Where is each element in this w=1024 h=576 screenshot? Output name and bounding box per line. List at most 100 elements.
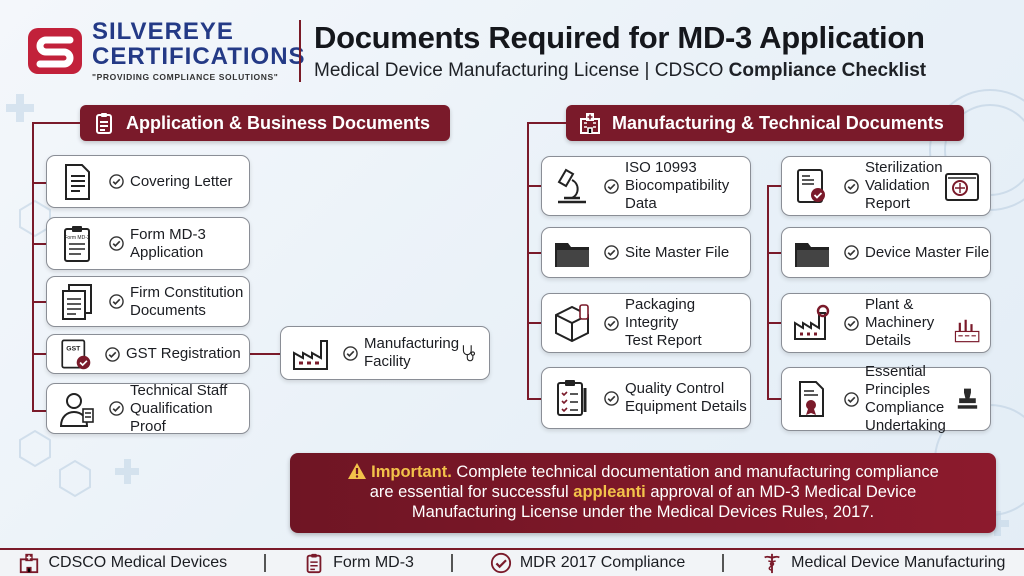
gst-icon: GST [61, 339, 91, 370]
check-icon [604, 178, 619, 194]
check-icon [844, 315, 859, 331]
form-icon [306, 553, 322, 574]
connector [767, 398, 781, 400]
doc-label: Site Master File [625, 243, 730, 261]
notice-label: Important. [371, 463, 452, 481]
section-title: Application & Business Documents [126, 112, 431, 133]
connector [32, 301, 46, 303]
silvereye-logo-icon [28, 27, 82, 74]
report-icon [797, 169, 825, 203]
hospital-icon [580, 113, 600, 134]
connector [527, 252, 541, 254]
check-icon [109, 236, 124, 251]
footer-bar: CDSCO Medical Devices Form MD-3 MDR 2017… [0, 548, 1024, 576]
factory-icon [293, 340, 328, 370]
documents-icon [62, 283, 92, 320]
brand-tagline: "PROVIDING COMPLIANCE SOLUTIONS" [92, 72, 279, 82]
brand-logo: SILVEREYE CERTIFICATIONS "PROVIDING COMP… [26, 20, 306, 82]
footer-label: Medical Device Manufacturing [791, 554, 1006, 571]
connector [527, 322, 541, 324]
stethoscope-icon [462, 345, 476, 362]
header-divider [299, 20, 301, 82]
notice-text-2b: approval of an MD-3 Medical Device [645, 483, 917, 501]
warning-icon [348, 463, 367, 479]
sterilizer-icon [945, 173, 979, 201]
doc-card-form-md3: Form MD-3 Form MD-3 Application [46, 217, 250, 270]
branch-connector [250, 353, 280, 355]
lab-icon [954, 319, 980, 343]
doc-label: Technical Staff Qualification Proof [130, 381, 228, 435]
doc-label: Device Master File [865, 243, 990, 261]
connector [767, 252, 781, 254]
section-title: Manufacturing & Technical Documents [612, 112, 944, 133]
connector [32, 182, 46, 184]
form-icon-text: Form MD-3 [64, 235, 89, 241]
subtitle-plain: Medical Device Manufacturing License | C… [314, 60, 729, 81]
section-header-application: Application & Business Documents [80, 105, 450, 141]
doc-card-iso-10993: ISO 10993 Biocompatibility Data [541, 156, 751, 216]
check-icon [844, 391, 859, 407]
right-tree-connector [527, 122, 567, 124]
notice-text-1: Complete technical documentation and man… [451, 463, 939, 481]
check-icon [109, 174, 124, 189]
check-circle-icon [490, 552, 511, 574]
footer-label: Form MD-3 [333, 554, 414, 571]
left-tree-connector [32, 122, 80, 124]
doctor-icon [59, 392, 94, 427]
check-icon [844, 178, 859, 194]
notice-line-3: Manufacturing License under the Medical … [411, 503, 875, 521]
doc-card-gst-registration: GST GST Registration [46, 334, 250, 374]
page-title: Documents Required for MD-3 Application [314, 20, 925, 55]
doc-label: Sterilization Validation Report [865, 159, 943, 212]
doc-card-packaging-integrity: Packaging Integrity Test Report [541, 293, 751, 353]
connector [32, 410, 46, 412]
footer-label: CDSCO Medical Devices [48, 554, 228, 571]
hospital-icon [20, 553, 39, 574]
doc-label: Manufacturing Facility [364, 335, 460, 370]
notice-line-2: are essential for successful appleanti a… [290, 482, 996, 502]
page-subtitle: Medical Device Manufacturing License | C… [314, 60, 926, 82]
notice-line-1: Important. Complete technical documentat… [290, 462, 996, 482]
doc-card-sterilization-validation: Sterilization Validation Report [781, 156, 991, 216]
form-icon: Form MD-3 [64, 225, 90, 262]
folder-icon [555, 242, 589, 267]
doc-card-quality-control: Quality Control Equipment Details [541, 367, 751, 429]
doc-label: ISO 10993 Biocompatibility Data [625, 159, 730, 212]
clipboard-icon [96, 113, 112, 134]
box-icon [555, 304, 589, 343]
check-icon [604, 245, 619, 260]
important-notice: Important. Complete technical documentat… [290, 453, 996, 533]
footer-item-mdr-2017: MDR 2017 Compliance [490, 552, 685, 574]
doc-label: GST Registration [126, 345, 241, 362]
connector [527, 398, 541, 400]
gst-icon-text: GST [66, 346, 81, 353]
doc-card-essential-principles: Essential Principles Compliance Undertak… [781, 363, 991, 434]
doc-card-device-master-file: Device Master File [781, 227, 991, 278]
notice-text-2a: are essential for successful [369, 483, 574, 501]
doc-card-firm-constitution: Firm Constitution Documents [46, 276, 250, 327]
microscope-icon [557, 168, 586, 204]
doc-label: Firm Constitution Documents [130, 283, 244, 319]
footer-item-cdsco: CDSCO Medical Devices [18, 552, 227, 574]
doc-label: Essential Principles Compliance Undertak… [865, 363, 946, 434]
connector [767, 322, 781, 324]
right-col2-tree-line [767, 185, 769, 400]
brand-name-line2: CERTIFICATIONS [92, 43, 306, 70]
check-icon [105, 346, 120, 362]
notice-highlight: appleanti [573, 483, 646, 501]
letter-icon [65, 163, 90, 200]
doc-label: Form MD-3 Application [130, 225, 206, 261]
doc-card-site-master-file: Site Master File [541, 227, 751, 278]
plant-icon [794, 304, 830, 340]
footer-label: MDR 2017 Compliance [519, 554, 686, 571]
footer-separator [722, 554, 725, 572]
check-icon [604, 315, 619, 331]
doc-label: Plant & Machinery Details [865, 296, 935, 349]
brand-name-line1: SILVEREYE [92, 18, 234, 45]
connector [527, 185, 541, 187]
clipboard-icon [557, 380, 587, 416]
right-tree-line [527, 122, 529, 400]
footer-item-manufacturing: Medical Device Manufacturing [761, 552, 1005, 574]
connector [32, 243, 46, 245]
check-icon [109, 401, 124, 416]
